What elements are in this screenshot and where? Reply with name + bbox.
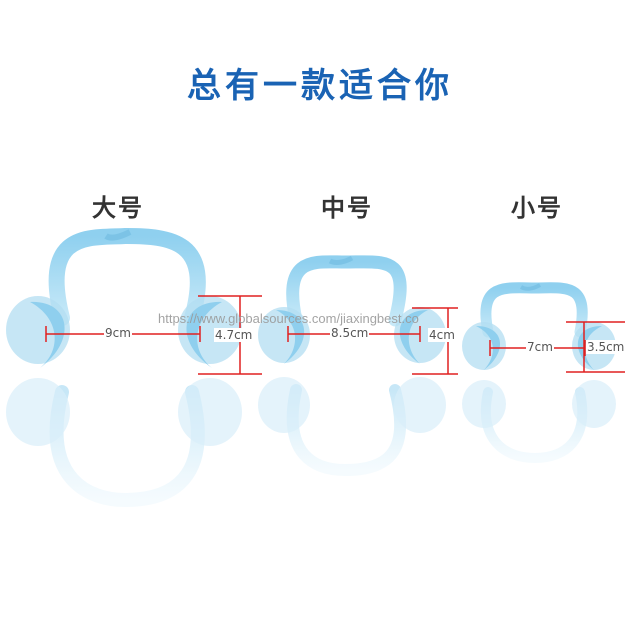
height-label-medium: 4cm bbox=[428, 328, 456, 342]
watermark-url: https://www.globalsources.com/jiaxingbes… bbox=[158, 311, 419, 326]
width-label-small: 7cm bbox=[526, 340, 554, 354]
width-label-large: 9cm bbox=[104, 326, 132, 340]
height-label-small: 3.5cm bbox=[586, 340, 626, 354]
width-label-medium: 8.5cm bbox=[330, 326, 370, 340]
size-label-large: 大号 bbox=[92, 194, 144, 222]
retractor-medium bbox=[258, 255, 446, 477]
size-label-small: 小号 bbox=[511, 194, 563, 222]
size-label-medium: 中号 bbox=[321, 194, 373, 222]
retractor-large bbox=[6, 227, 242, 508]
page-headline: 总有一款适合你 bbox=[187, 66, 453, 106]
height-label-large: 4.7cm bbox=[214, 328, 254, 342]
